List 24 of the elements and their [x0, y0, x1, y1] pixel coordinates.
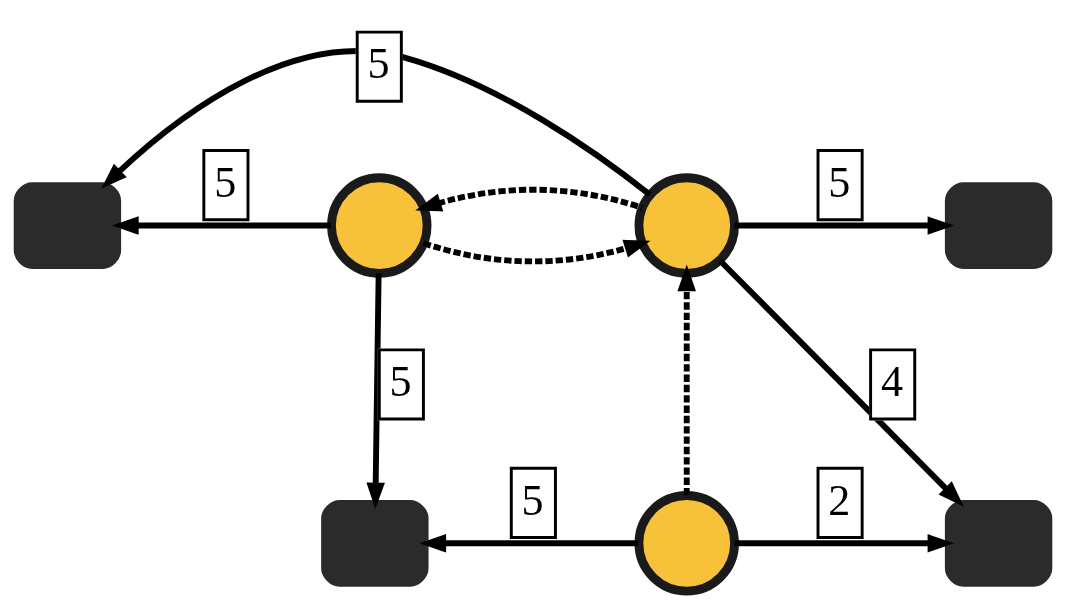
arrow	[677, 264, 696, 496]
node-person	[327, 173, 432, 278]
arrow	[734, 216, 955, 235]
node-person	[634, 173, 739, 278]
arrow	[415, 186, 643, 212]
arrow	[112, 216, 331, 235]
arrow	[366, 273, 385, 510]
edge-label: 5	[521, 475, 544, 525]
arrow	[734, 534, 955, 553]
node-camera	[944, 499, 1053, 587]
arrow	[419, 534, 639, 553]
node-camera	[321, 499, 429, 587]
edge-label: 5	[828, 157, 851, 207]
edge-label: 5	[367, 39, 390, 89]
node-person	[634, 491, 739, 596]
node-camera	[13, 182, 122, 269]
arrow	[422, 239, 651, 265]
arrow	[718, 258, 964, 507]
node-camera	[944, 182, 1053, 269]
edge-label: 2	[828, 475, 851, 525]
arrow	[101, 48, 652, 197]
edge-label: 4	[880, 357, 903, 407]
edge-label: 5	[214, 157, 237, 207]
edge-label: 5	[389, 357, 412, 407]
